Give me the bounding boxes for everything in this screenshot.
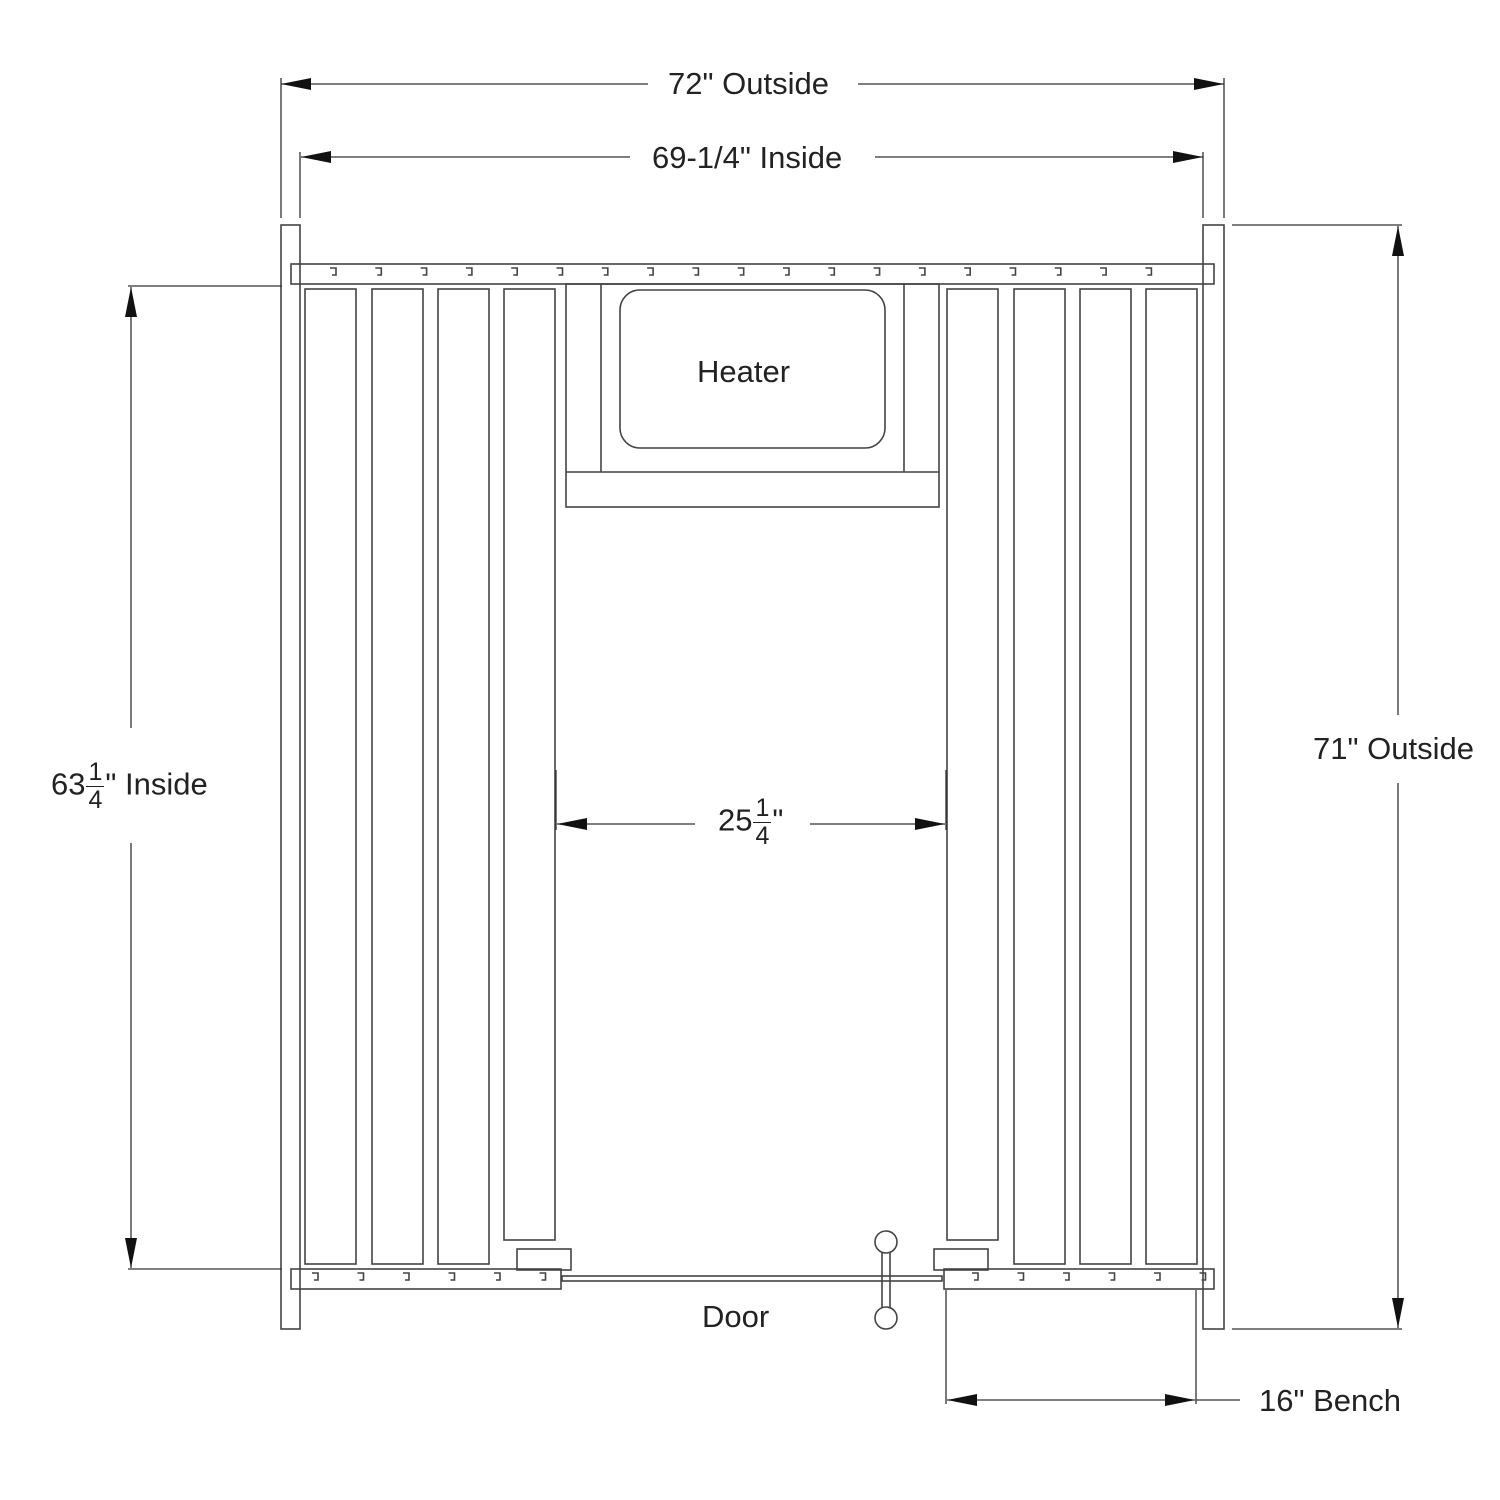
bench-board bbox=[1145, 288, 1198, 1265]
heater-enclosure bbox=[565, 283, 940, 508]
rail-clip bbox=[420, 267, 428, 276]
rail-clip bbox=[1009, 267, 1017, 276]
top-rail-clips bbox=[330, 267, 1153, 276]
aisle-width-denominator: 4 bbox=[755, 822, 770, 850]
label-door: Door bbox=[702, 1299, 770, 1334]
rail-clip bbox=[964, 267, 971, 276]
door-handle-knob-bottom bbox=[874, 1306, 898, 1330]
right-outer-post bbox=[1202, 224, 1225, 1330]
rail-clip bbox=[556, 267, 564, 276]
rail-clip bbox=[873, 267, 881, 276]
rail-clip bbox=[828, 267, 836, 276]
inside-depth-numerator: 1 bbox=[86, 758, 105, 787]
inside-depth-suffix: " Inside bbox=[105, 766, 208, 802]
inside-depth-denominator: 4 bbox=[88, 786, 103, 814]
inside-depth-whole: 63 bbox=[51, 766, 86, 802]
door-jamb-left bbox=[516, 1248, 572, 1271]
rail-clip bbox=[601, 267, 609, 276]
aisle-width-numerator: 1 bbox=[753, 794, 772, 823]
rail-clip bbox=[494, 1272, 501, 1281]
rail-clip bbox=[375, 267, 383, 276]
rail-clip bbox=[783, 267, 790, 276]
rail-clip bbox=[647, 267, 654, 276]
rail-clip bbox=[511, 267, 518, 276]
rail-clip bbox=[448, 1272, 456, 1281]
label-inside-width: 69-1/4" Inside bbox=[652, 140, 843, 175]
bottom-rail-right bbox=[943, 1268, 1215, 1290]
bottom-rail-left bbox=[290, 1268, 562, 1290]
label-bench-width: 16" Bench bbox=[1259, 1383, 1401, 1418]
rail-clip bbox=[1054, 267, 1062, 276]
rail-clip bbox=[330, 267, 337, 276]
rail-clip bbox=[312, 1272, 319, 1281]
door-panel bbox=[561, 1275, 943, 1282]
label-outside-width: 72" Outside bbox=[668, 66, 829, 101]
door-handle-knob-top bbox=[874, 1230, 898, 1254]
top-rail bbox=[290, 263, 1215, 285]
rail-clip bbox=[737, 267, 745, 276]
rail-clip bbox=[465, 267, 473, 276]
bench-board bbox=[1013, 288, 1066, 1265]
rail-clip bbox=[1154, 1272, 1161, 1281]
rail-clip bbox=[1063, 1272, 1070, 1281]
rail-clip bbox=[1100, 267, 1107, 276]
bench-board bbox=[371, 288, 424, 1265]
bench-board bbox=[946, 288, 999, 1241]
aisle-width-whole: 25 bbox=[718, 802, 753, 838]
rail-clip bbox=[918, 267, 926, 276]
rail-clip bbox=[1017, 1272, 1025, 1281]
bench-board bbox=[503, 288, 556, 1241]
rail-clip bbox=[1145, 267, 1153, 276]
rail-clip bbox=[1199, 1272, 1207, 1281]
bench-board bbox=[304, 288, 357, 1265]
bench-board bbox=[437, 288, 490, 1265]
bottom-rail-clips bbox=[312, 1272, 1207, 1281]
heater-unit bbox=[619, 289, 886, 449]
label-outside-depth: 71" Outside bbox=[1313, 731, 1474, 766]
rail-clip bbox=[692, 267, 700, 276]
rail-clip bbox=[357, 1272, 365, 1281]
bench-boards bbox=[304, 288, 1198, 1265]
label-heater: Heater bbox=[697, 354, 791, 389]
rail-clip bbox=[539, 1272, 547, 1281]
rail-clip bbox=[972, 1272, 979, 1281]
left-outer-post bbox=[280, 224, 301, 1330]
bench-board bbox=[1079, 288, 1132, 1265]
aisle-width-suffix: " bbox=[772, 802, 784, 838]
rail-clip bbox=[1108, 1272, 1116, 1281]
door-jamb-right bbox=[933, 1248, 989, 1271]
rail-clip bbox=[403, 1272, 410, 1281]
